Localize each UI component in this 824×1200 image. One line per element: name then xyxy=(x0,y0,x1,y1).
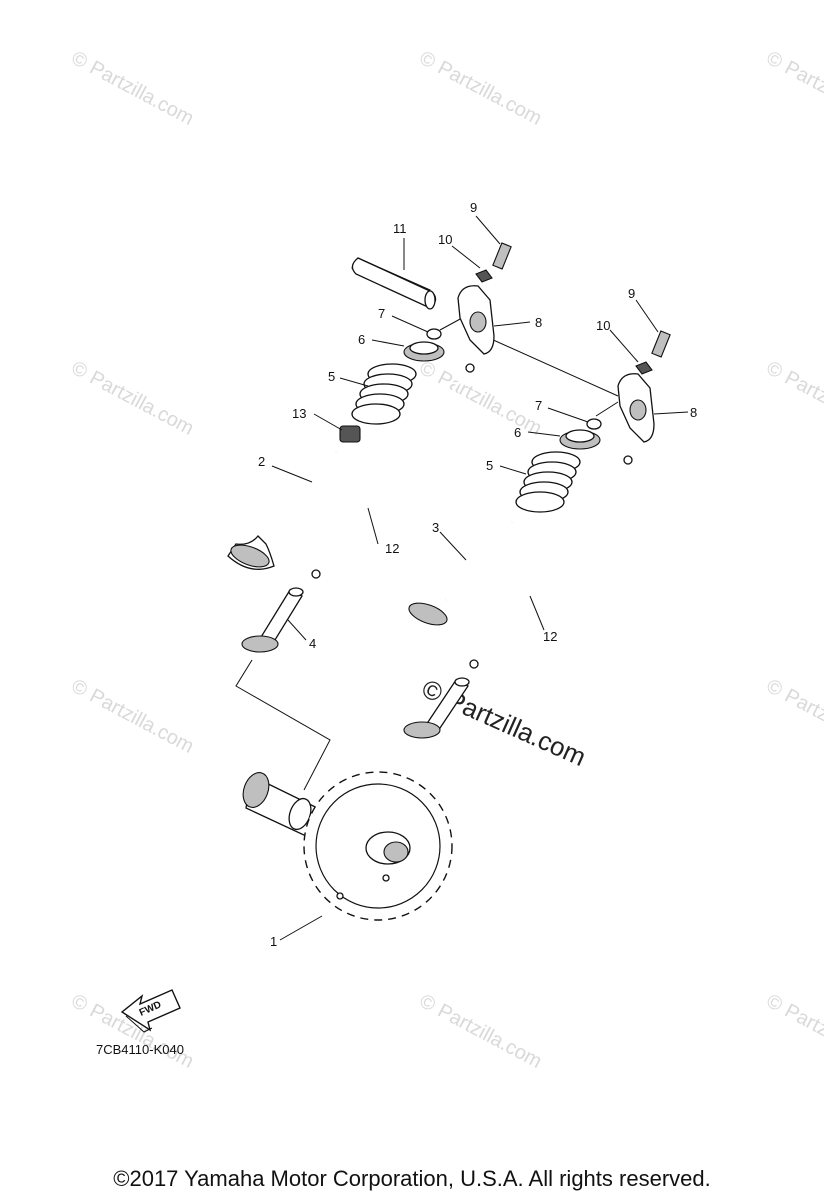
callout-6-lower: 6 xyxy=(514,425,521,440)
callout-8-upper: 8 xyxy=(535,315,542,330)
callout-4: 4 xyxy=(309,636,316,651)
push-rod-upper xyxy=(311,363,475,579)
valve-3 xyxy=(408,520,514,626)
leader-lines xyxy=(271,215,689,941)
spring-retainer-upper xyxy=(403,341,445,362)
watermark: ©Partzilla.com xyxy=(763,357,824,440)
spring-retainer-lower xyxy=(559,429,601,450)
callout-8-lower: 8 xyxy=(690,405,697,420)
callout-9-lower: 9 xyxy=(628,286,635,301)
camshaft xyxy=(242,771,453,921)
valve-2 xyxy=(227,450,338,570)
callouts: 11 9 10 8 7 6 5 13 2 12 4 9 10 8 7 6 5 3… xyxy=(258,200,697,949)
watermark: ©Partzilla.com xyxy=(416,990,546,1073)
callout-11: 11 xyxy=(393,221,407,236)
callout-7-upper: 7 xyxy=(378,306,385,321)
rocker-arm-lower xyxy=(617,373,655,443)
valve-stem-seal xyxy=(339,425,361,443)
valve-lifter-lower xyxy=(403,677,470,739)
valve-spring-lower xyxy=(515,451,581,513)
adjuster-screw-lower xyxy=(635,330,671,375)
watermark: ©Partzilla.com xyxy=(68,357,198,440)
callout-10-lower: 10 xyxy=(596,318,610,333)
valve-lifter-4 xyxy=(241,587,304,653)
rocker-shaft xyxy=(351,257,437,310)
watermarks: ©Partzilla.com ©Partzilla.com ©Partzilla… xyxy=(68,47,824,1073)
rocker-arm-upper xyxy=(457,285,495,355)
watermark: ©Partzilla.com xyxy=(68,47,198,130)
callout-5-upper: 5 xyxy=(328,369,335,384)
callout-10-upper: 10 xyxy=(438,232,452,247)
callout-3: 3 xyxy=(432,520,439,535)
diagram-code: 7CB4110-K040 xyxy=(96,1042,184,1057)
callout-1: 1 xyxy=(270,934,277,949)
watermark: ©Partzilla.com xyxy=(763,990,824,1073)
callout-6-upper: 6 xyxy=(358,332,365,347)
assembly-lines xyxy=(235,317,619,791)
watermark: ©Partzilla.com xyxy=(68,675,198,758)
valve-cotter-upper xyxy=(426,328,442,340)
push-rod-lower xyxy=(469,455,633,669)
callout-5-lower: 5 xyxy=(486,458,493,473)
watermark: ©Partzilla.com xyxy=(416,357,546,440)
adjuster-screw-upper xyxy=(475,242,512,283)
callout-9-upper: 9 xyxy=(470,200,477,215)
callout-12-lower: 12 xyxy=(543,629,557,644)
valve-spring-upper xyxy=(351,363,417,425)
callout-2: 2 xyxy=(258,454,265,469)
copyright-notice: ©2017 Yamaha Motor Corporation, U.S.A. A… xyxy=(113,1166,711,1191)
callout-13: 13 xyxy=(292,406,306,421)
watermark: ©Partzilla.com xyxy=(763,675,824,758)
watermark: ©Partzilla.com xyxy=(763,47,824,130)
valve-cotter-lower xyxy=(586,418,602,430)
callout-7-lower: 7 xyxy=(535,398,542,413)
watermark: ©Partzilla.com xyxy=(416,47,546,130)
fwd-arrow: FWD xyxy=(120,989,181,1033)
callout-12-upper: 12 xyxy=(385,541,399,556)
